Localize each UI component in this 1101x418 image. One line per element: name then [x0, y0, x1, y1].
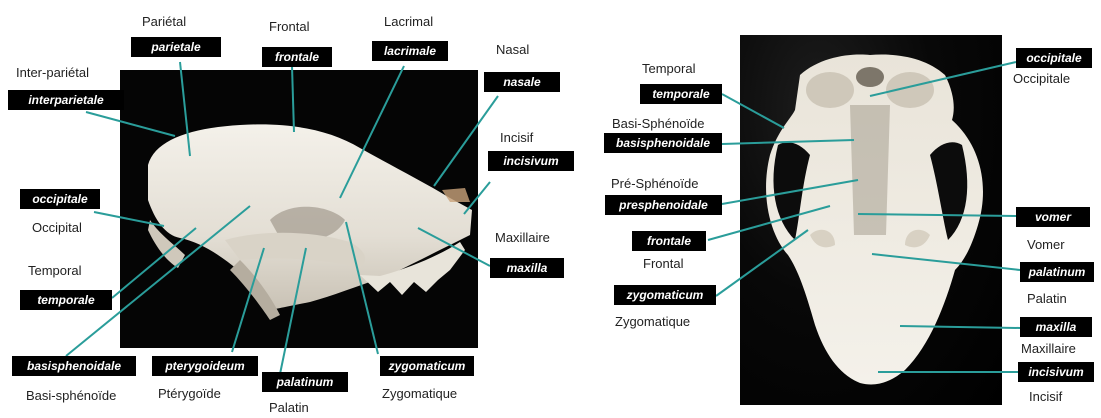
r-basisphenoid-latin-tag: basisphenoidale	[604, 133, 722, 153]
r-frontal-label: Frontal	[643, 256, 683, 271]
r-incisive-label: Incisif	[1029, 389, 1062, 404]
r-temporal-label: Temporal	[642, 61, 695, 76]
occipital-latin-tag: occipitale	[20, 189, 100, 209]
lateral-skull-photo	[120, 70, 478, 348]
r-vomer-latin-tag: vomer	[1016, 207, 1090, 227]
r-basisphenoid-label: Basi-Sphénoïde	[612, 116, 705, 131]
basisphenoid-label: Basi-sphénoïde	[26, 388, 116, 403]
maxillary-latin-tag: maxilla	[490, 258, 564, 278]
palatine-latin-tag: palatinum	[262, 372, 348, 392]
r-presphenoid-label: Pré-Sphénoïde	[611, 176, 698, 191]
temporal-label: Temporal	[28, 263, 81, 278]
r-zygomatic-label: Zygomatique	[615, 314, 690, 329]
temporal-latin-tag: temporale	[20, 290, 112, 310]
pterygoid-label: Ptérygoïde	[158, 386, 221, 401]
incisive-latin-tag: incisivum	[488, 151, 574, 171]
nasal-label: Nasal	[496, 42, 529, 57]
zygomatic-latin-tag: zygomaticum	[380, 356, 474, 376]
lateral-skull-illustration	[120, 70, 478, 348]
nasal-latin-tag: nasale	[484, 72, 560, 92]
parietal-latin-tag: parietale	[131, 37, 221, 57]
frontal-label: Frontal	[269, 19, 309, 34]
r-frontal-latin-tag: frontale	[632, 231, 706, 251]
r-palatine-label: Palatin	[1027, 291, 1067, 306]
palatine-label: Palatin	[269, 400, 309, 415]
parietal-label: Pariétal	[142, 14, 186, 29]
r-maxillary-latin-tag: maxilla	[1020, 317, 1092, 337]
incisive-label: Incisif	[500, 130, 533, 145]
ventral-skull-illustration	[740, 35, 1002, 405]
maxillary-label: Maxillaire	[495, 230, 550, 245]
r-presphenoid-latin-tag: presphenoidale	[605, 195, 722, 215]
r-occipital-latin-tag: occipitale	[1016, 48, 1092, 68]
interparietal-latin-tag: interparietale	[8, 90, 124, 110]
r-incisive-latin-tag: incisivum	[1018, 362, 1094, 382]
pterygoid-latin-tag: pterygoideum	[152, 356, 258, 376]
r-palatine-latin-tag: palatinum	[1020, 262, 1094, 282]
interparietal-label: Inter-pariétal	[16, 65, 89, 80]
r-zygomatic-latin-tag: zygomaticum	[614, 285, 716, 305]
lacrimal-latin-tag: lacrimale	[372, 41, 448, 61]
ventral-skull-photo	[740, 35, 1002, 405]
zygomatic-label: Zygomatique	[382, 386, 457, 401]
r-maxillary-label: Maxillaire	[1021, 341, 1076, 356]
frontal-latin-tag: frontale	[262, 47, 332, 67]
lacrimal-label: Lacrimal	[384, 14, 433, 29]
r-vomer-label: Vomer	[1027, 237, 1065, 252]
occipital-label: Occipital	[32, 220, 82, 235]
r-occipital-label: Occipitale	[1013, 71, 1070, 86]
r-temporal-latin-tag: temporale	[640, 84, 722, 104]
basisphenoid-latin-tag: basisphenoidale	[12, 356, 136, 376]
